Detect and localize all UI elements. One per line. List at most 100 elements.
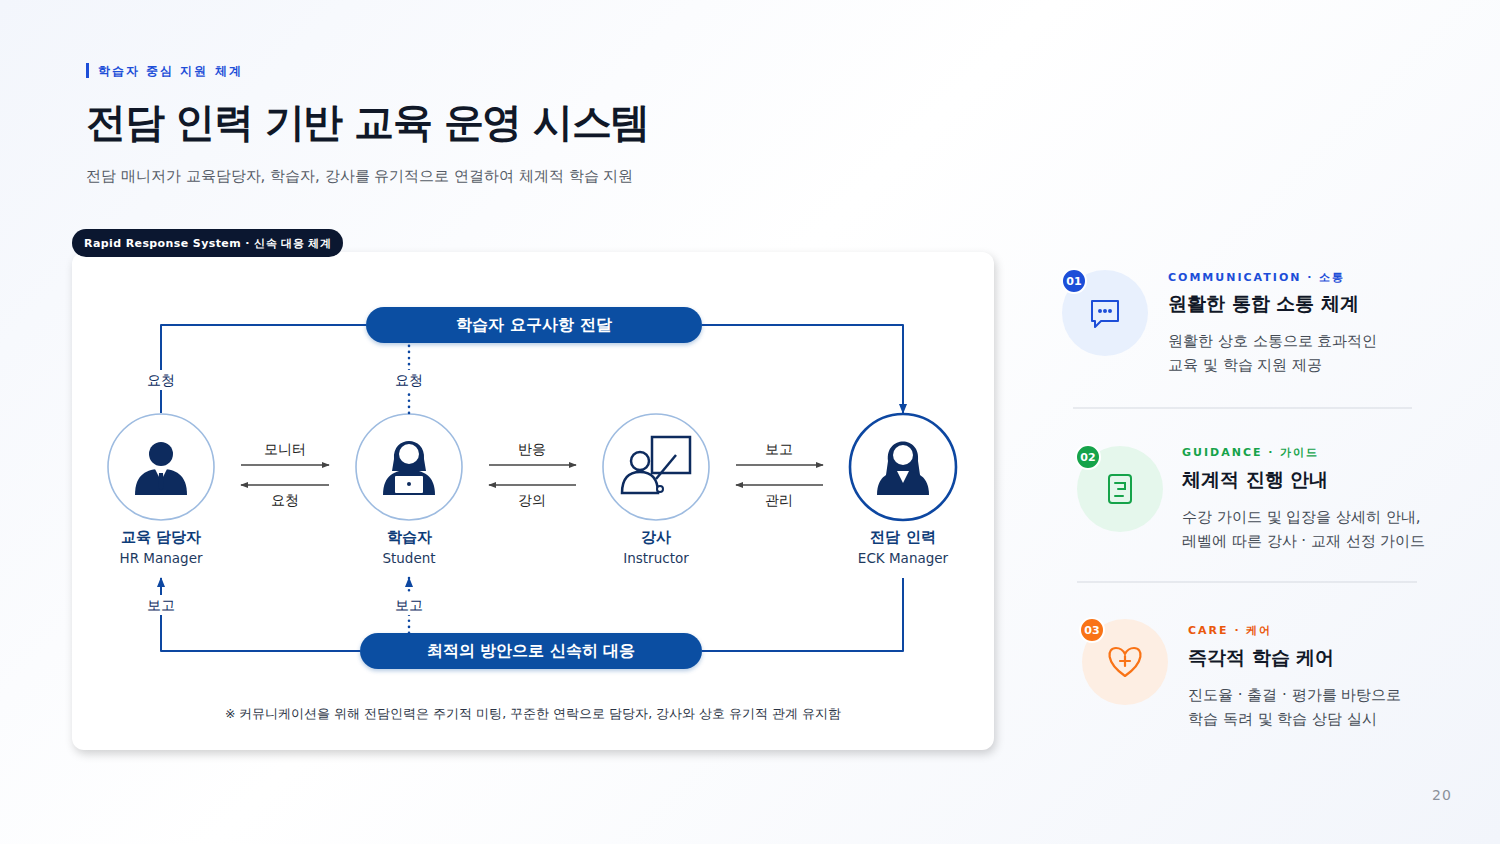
divider-line [1073,408,1412,409]
step-number: 02 [1080,451,1095,464]
card-body: 수강 가이드 및 입장을 상세히 안내, 레벨에 따른 강사 · 교재 선정 가… [1182,505,1444,553]
step-number: 03 [1084,624,1099,637]
icon-lines [1115,483,1125,496]
icon-circle [1077,446,1163,532]
step-badge: 02 [1075,444,1101,470]
band-label: 최적의 방안으로 신속히 대응 [427,641,636,662]
text-group: 03 [1084,624,1099,637]
role-english: HR Manager [81,548,241,569]
edge-label: 강의 [514,490,550,510]
icon-head [149,442,173,466]
section-label: 학습자 중심 지원 체계 [98,63,243,79]
role-name: 학습자 [329,527,489,548]
circle-outline [81,413,241,523]
icon-doc [1109,475,1131,503]
text-group: 교육 담당자HR Manager [81,527,241,569]
flow-band: 최적의 방안으로 신속히 대응 [360,633,702,669]
edge-label: 요청 [267,490,303,510]
card-heading: 원활한 통합 소통 체계 [1168,290,1359,316]
connector [702,578,903,651]
icon-heart [1109,648,1140,676]
icon-body [135,469,187,495]
text-group: 강사Instructor [576,527,736,569]
connector [241,484,329,485]
card-body: 진도율 · 출결 · 평가를 바탕으로 학습 독려 및 학습 상담 실시 [1188,683,1413,731]
edge-label: 관리 [761,490,797,510]
circle-shape [1080,618,1104,642]
step-badge: 01 [1061,268,1087,294]
text-group: 01 [1066,275,1081,288]
edge-label: 모니터 [260,439,310,459]
badge-label: Rapid Response System · 신속 대응 체계 [84,236,331,251]
connector [736,484,823,485]
slide-title: 전담 인력 기반 교육 운영 시스템 [86,96,649,148]
circle-shape [1062,269,1086,293]
role-circle: 학습자Student [329,413,489,578]
circle-shape [850,414,956,520]
connector [408,343,411,413]
care-icon [1109,648,1140,676]
role-english: ECK Manager [823,548,983,569]
manager-icon [135,442,187,495]
text-group: 전담 인력ECK Manager [823,527,983,569]
connector [161,578,360,651]
icon-hair [392,441,426,471]
circle-outline [576,413,736,523]
connector [161,325,366,413]
icon-head [631,452,649,470]
role-circle: 교육 담당자HR Manager [81,413,241,578]
header-bar [86,63,89,78]
band-label: 학습자 요구사항 전달 [456,315,611,336]
instructor-icon [622,437,690,493]
icon-circle [1062,270,1148,356]
step-badge: 03 [1079,617,1105,643]
text-group: ※ 커뮤니케이션을 위해 전담인력은 주기적 미팅, 꾸준한 연락으로 담당자,… [72,704,994,724]
guide-icon [1109,475,1131,503]
role-circle: 전담 인력ECK Manager [823,413,983,578]
section-badge: Rapid Response System · 신속 대응 체계 [72,229,343,257]
circle-shape [603,414,709,520]
icon-collar [897,471,909,483]
connector [736,464,823,465]
connector [489,484,576,485]
connector [489,464,576,465]
icon-dot [407,482,411,486]
circle-shape [356,414,462,520]
footnote: ※ 커뮤니케이션을 위해 전담인력은 주기적 미팅, 꾸준한 연락으로 담당자,… [72,704,994,724]
icon-board [652,437,690,473]
edge-label: 반응 [514,439,550,459]
icon-bubble [1092,301,1118,327]
chat-icon [1092,301,1118,327]
divider-line [1077,582,1417,583]
edge-label: 요청 [143,370,179,390]
page-number: 20 [1432,786,1452,804]
role-english: Student [329,548,489,569]
icon-plus [1120,656,1130,666]
role-name: 강사 [576,527,736,548]
icon-collar [155,469,167,481]
card-category: GUIDANCE · 가이드 [1182,445,1319,461]
circle-outline [329,413,489,523]
edge-label: 보고 [391,595,427,615]
text-group: Rapid Response System · 신속 대응 체계 [84,236,331,251]
text-group: 학습자Student [329,527,489,569]
role-name: 교육 담당자 [81,527,241,548]
step-number: 01 [1066,275,1081,288]
icon-circle [1082,619,1168,705]
student-icon [383,441,435,495]
text-group: 최적의 방안으로 신속히 대응 [427,641,636,662]
circle-outline [823,413,983,523]
icon-body [383,470,435,495]
icon-pointer [656,455,676,479]
flow-band: 학습자 요구사항 전달 [366,307,702,343]
icon-face [893,445,913,465]
icon-dot [1099,310,1101,312]
role-circle: 강사Instructor [576,413,736,578]
text-group: 02 [1080,451,1095,464]
role-name: 전담 인력 [823,527,983,548]
